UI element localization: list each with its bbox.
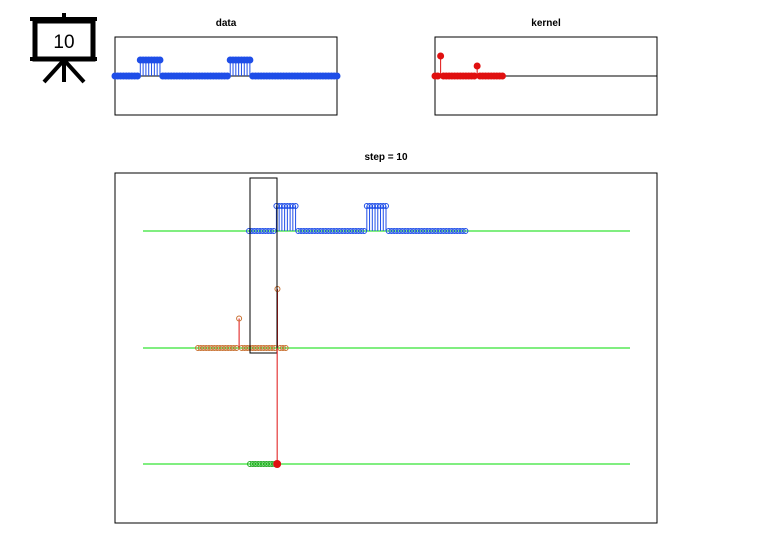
data-track-marker bbox=[267, 228, 274, 234]
current-result-marker bbox=[273, 460, 282, 468]
kernel-panel-plot bbox=[431, 52, 657, 80]
data-track-marker bbox=[462, 228, 469, 234]
step-panel-title: step = 10 bbox=[364, 152, 408, 163]
data-marker bbox=[223, 72, 231, 80]
kernel-track-marker bbox=[236, 315, 243, 322]
kernel-track-marker bbox=[279, 345, 286, 351]
kernel-marker bbox=[434, 72, 442, 80]
kernel-marker bbox=[470, 72, 478, 80]
data-marker bbox=[156, 56, 164, 64]
kernel-panel-title: kernel bbox=[531, 18, 561, 29]
data-track-marker bbox=[292, 203, 299, 209]
data-track-marker bbox=[358, 228, 365, 234]
badge-label: 10 bbox=[53, 32, 74, 53]
kernel-track-marker bbox=[282, 345, 289, 351]
data-track-marker bbox=[383, 203, 389, 209]
presentation-board-icon: 10 bbox=[30, 13, 97, 84]
data-panel-plot bbox=[111, 56, 341, 80]
data-marker bbox=[333, 72, 341, 80]
data-marker bbox=[133, 72, 141, 80]
window-box bbox=[249, 177, 278, 354]
kernel-track-marker bbox=[230, 345, 237, 351]
step-panel-plot bbox=[143, 177, 630, 468]
kernel-marker bbox=[437, 52, 445, 60]
data-track-marker bbox=[459, 228, 466, 234]
kernel-marker bbox=[498, 72, 506, 80]
kernel-marker bbox=[473, 62, 481, 70]
kernel-track-marker bbox=[268, 345, 275, 351]
data-panel-title: data bbox=[216, 18, 237, 29]
data-marker bbox=[246, 56, 254, 64]
